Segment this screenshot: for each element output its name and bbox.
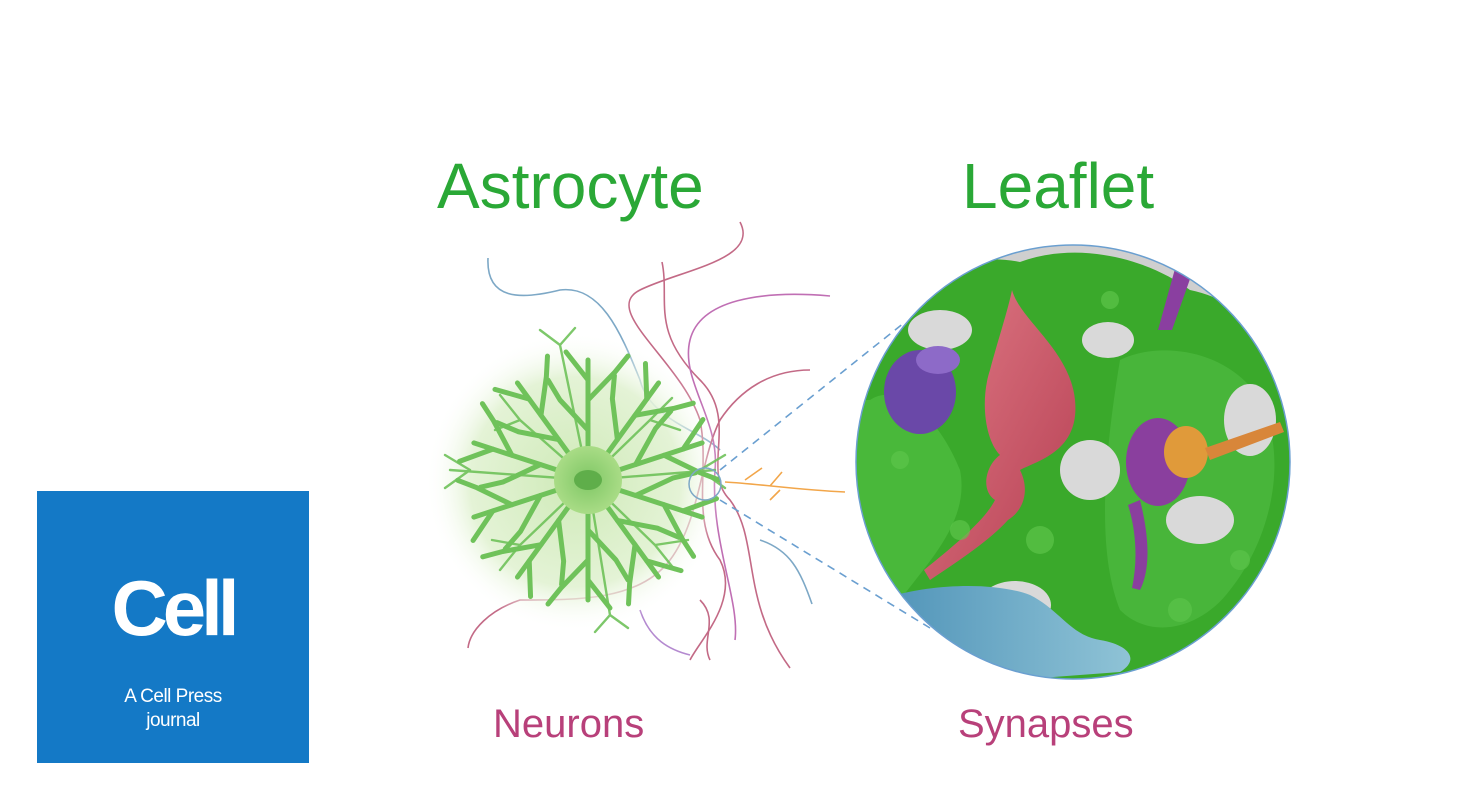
logo-tagline-line1: A Cell Press bbox=[124, 686, 222, 707]
leaflet-magnified-view bbox=[855, 244, 1291, 680]
zoom-marker bbox=[688, 467, 722, 501]
synapses-caption: Synapses bbox=[958, 702, 1134, 746]
cell-journal-logo: Cell A Cell Press journal bbox=[37, 491, 309, 763]
astrocyte-title: Astrocyte bbox=[437, 150, 704, 222]
zoom-lines bbox=[719, 321, 931, 629]
leaflet-title: Leaflet bbox=[962, 150, 1155, 222]
astrocyte-cell bbox=[443, 326, 727, 634]
logo-wordmark: Cell bbox=[111, 564, 239, 652]
logo-tagline: A Cell Press journal bbox=[37, 685, 309, 733]
neurons-caption: Neurons bbox=[493, 702, 645, 746]
astrocyte-nucleus bbox=[574, 470, 602, 490]
logo-tagline-line2: journal bbox=[146, 710, 200, 731]
